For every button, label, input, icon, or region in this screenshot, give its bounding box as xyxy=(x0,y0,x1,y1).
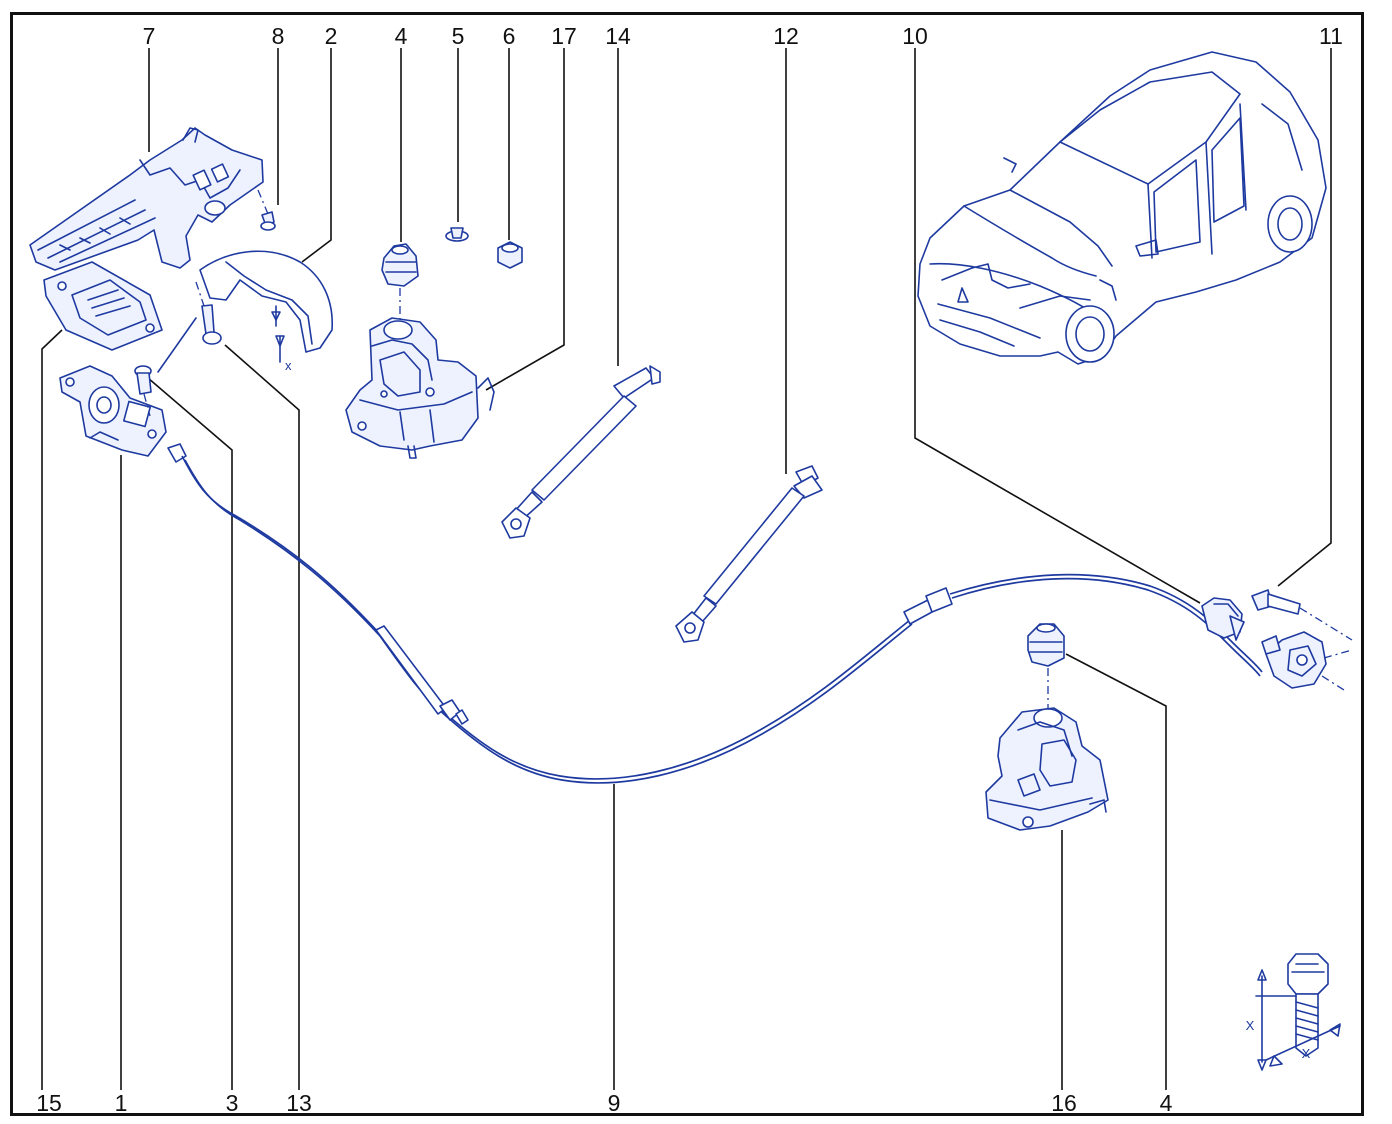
bolt-dimension-detail: X X xyxy=(1246,953,1341,1071)
callout-labels: 7 8 2 4 5 6 17 14 12 10 11 15 1 3 13 9 1… xyxy=(36,23,1343,1116)
part-15-clip-plate xyxy=(43,261,163,351)
callout-4-lower: 4 xyxy=(1160,1090,1173,1116)
callout-3: 3 xyxy=(226,1090,239,1116)
callout-11: 11 xyxy=(1319,23,1343,49)
vehicle-illustration xyxy=(917,51,1327,365)
part-2-shield: x xyxy=(199,250,333,373)
part-17-lock-mechanism xyxy=(345,317,495,459)
callout-6: 6 xyxy=(503,23,516,49)
part-11-bolt-and-bracket xyxy=(1251,589,1353,691)
part-12-gas-strut xyxy=(675,465,823,643)
part-5-pin xyxy=(445,227,469,242)
callout-13: 13 xyxy=(286,1090,312,1116)
callout-4: 4 xyxy=(395,23,408,49)
callout-16: 16 xyxy=(1051,1090,1077,1116)
part-10-cable-end xyxy=(1201,597,1245,641)
dimension-x-horizontal: X xyxy=(1302,1046,1311,1061)
diagram-frame xyxy=(10,12,1364,1116)
part-3-bolt xyxy=(134,365,152,417)
callout-9: 9 xyxy=(608,1090,621,1116)
part-6-nut xyxy=(497,241,523,269)
callout-10: 10 xyxy=(902,23,928,49)
dimension-x-vertical: X xyxy=(1246,1018,1255,1033)
callout-2: 2 xyxy=(325,23,338,49)
callout-8: 8 xyxy=(272,23,285,49)
callout-17: 17 xyxy=(551,23,577,49)
callout-12: 12 xyxy=(773,23,799,49)
part-4-grommet-lower xyxy=(1027,623,1065,712)
part-4-grommet-upper xyxy=(381,243,419,320)
dimension-x-shield: x xyxy=(285,358,292,373)
part-1-latch xyxy=(59,365,167,457)
part-9-release-cable xyxy=(167,443,1263,784)
part-7-lever-bracket xyxy=(29,127,264,271)
part-13-screw xyxy=(157,281,222,373)
part-16-lock-mechanism xyxy=(985,707,1109,831)
callout-14: 14 xyxy=(605,23,631,49)
part-8-screw xyxy=(257,189,276,231)
callout-15: 15 xyxy=(36,1090,62,1116)
callout-7: 7 xyxy=(143,23,156,49)
part-14-gas-strut xyxy=(501,365,661,539)
callout-1: 1 xyxy=(115,1090,128,1116)
leader-lines xyxy=(41,48,1332,1090)
callout-5: 5 xyxy=(452,23,465,49)
